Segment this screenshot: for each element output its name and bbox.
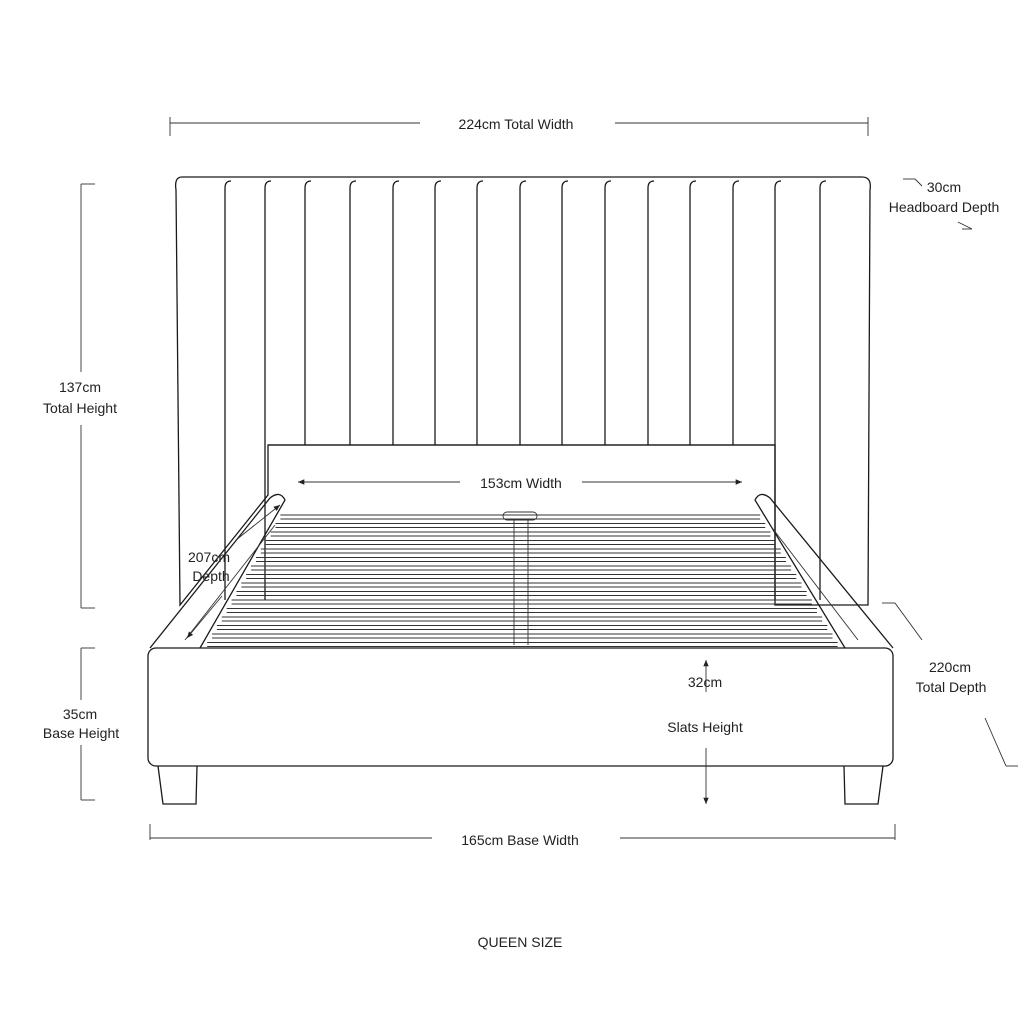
channel-seam <box>349 180 357 445</box>
total-height-label: Total Height <box>43 400 117 416</box>
depth-label: Depth <box>192 568 229 584</box>
base-height-dimension: 35cm Base Height <box>43 647 119 801</box>
channel-seam <box>732 180 740 445</box>
channel-seam <box>604 180 612 445</box>
total-height-dimension: 137cm Total Height <box>43 183 117 609</box>
channel-seam <box>819 180 827 600</box>
total-depth-dimension: 220cm Total Depth <box>882 602 1018 767</box>
headboard-depth-label: Headboard Depth <box>889 199 1000 215</box>
inner-width-dimension: 153cm Width <box>298 475 742 491</box>
headboard <box>174 176 871 607</box>
base-width-dimension: 165cm Base Width <box>149 824 896 848</box>
channel-seam <box>224 180 232 600</box>
channel-seam <box>434 180 442 445</box>
center-support <box>502 511 538 645</box>
channel-seam <box>476 180 484 445</box>
total-depth-value: 220cm <box>929 659 971 675</box>
size-caption: QUEEN SIZE <box>478 934 563 950</box>
channel-seam <box>519 180 527 445</box>
channel-seam <box>264 180 272 600</box>
channel-seam <box>647 180 655 445</box>
channel-seam <box>304 180 312 445</box>
inner-width-label: 153cm Width <box>480 475 562 491</box>
channel-seam <box>774 180 782 600</box>
slats-height-value: 32cm <box>688 674 722 690</box>
channel-seam <box>561 180 569 445</box>
total-depth-label: Total Depth <box>916 679 987 695</box>
channel-seam <box>689 180 697 445</box>
slats-height-label: Slats Height <box>667 719 743 735</box>
total-height-value: 137cm <box>59 379 101 395</box>
slats-height-dimension: 32cm Slats Height <box>667 660 743 804</box>
side-rails <box>149 493 894 649</box>
headboard-depth-value: 30cm <box>927 179 961 195</box>
headboard-depth-dimension: 30cm Headboard Depth <box>889 178 1000 230</box>
depth-dimension: 207cm Depth <box>186 504 281 639</box>
depth-value: 207cm <box>188 549 230 565</box>
headboard-channels <box>224 180 827 600</box>
base-width-label: 165cm Base Width <box>461 832 579 848</box>
total-width-label: 224cm Total Width <box>459 116 574 132</box>
base-height-label: Base Height <box>43 725 119 741</box>
bed-base <box>147 647 894 805</box>
base-height-value: 35cm <box>63 706 97 722</box>
channel-seam <box>392 180 400 445</box>
slats <box>207 514 838 647</box>
total-width-dimension: 224cm Total Width <box>169 116 869 136</box>
